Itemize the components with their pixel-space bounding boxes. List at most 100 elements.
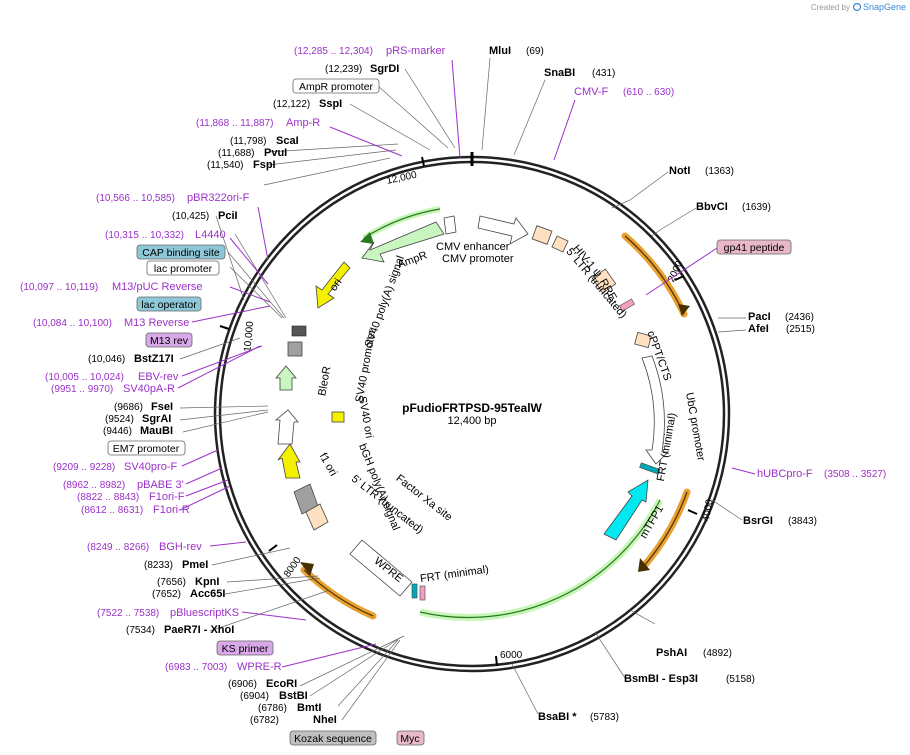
site-acc65i: Acc65I: [190, 588, 225, 600]
site-afei-pos: (2515): [786, 324, 815, 335]
ltr3-box: [305, 503, 329, 531]
site-nhei: NheI: [313, 714, 337, 726]
ampr-promoter-box: [292, 78, 380, 94]
primer-f1ori-f: F1ori-F: [149, 491, 185, 503]
primer-l4440: L4440: [195, 229, 226, 241]
site-snabi-pos: (431): [592, 68, 615, 79]
cmv-enhancer-feature: [477, 215, 529, 245]
primer-wpre-r-range: (6983 .. 7003): [165, 662, 227, 673]
primer-prs-marker-range: (12,285 .. 12,304): [294, 46, 373, 57]
rre-box: [591, 268, 617, 294]
site-pshai-pos: (4892): [703, 648, 732, 659]
em7-promoter-box: [107, 440, 186, 456]
tick-mark-4000: [687, 509, 698, 515]
site-pvui: PvuI: [264, 147, 287, 159]
site-fspi-pos: (11,540): [207, 160, 244, 171]
primer-sv40pa-r: SV40pA-R: [123, 383, 175, 395]
site-sspi-pos: (12,122): [273, 99, 310, 110]
frt-bottom-mark: [411, 583, 418, 599]
ampr-arc-head: [360, 232, 374, 244]
cap-binding-site-box-label: CAP binding site: [142, 247, 220, 259]
myc-mark: [419, 585, 426, 601]
primer-wpre-r: WPRE-R: [237, 661, 282, 673]
site-paci: PacI: [748, 311, 771, 323]
primer-cmv-f: CMV-F: [574, 86, 609, 98]
leader-lines: [179, 57, 747, 721]
cppt-box: [634, 331, 652, 349]
primer-pbr322ori-f: pBR322ori-F: [187, 192, 250, 204]
bleor-label: BleoR: [316, 365, 333, 397]
ltr5-box: [531, 225, 553, 245]
sv40-ori-feature: [331, 411, 345, 423]
site-sgrai: SgrAI: [142, 413, 171, 425]
site-bsrgi: BsrGI: [743, 515, 773, 527]
myc-arrow-head: [638, 558, 650, 572]
orange-arc-bottom-left-head: [300, 562, 314, 576]
site-bmti: BmtI: [297, 702, 321, 714]
site-bsmbi-pos: (5158): [726, 674, 755, 685]
wpre-feature: [349, 539, 413, 597]
ubc-promoter-feature: [641, 355, 669, 465]
site-noti-pos: (1363): [705, 166, 734, 177]
em7-promoter-box-label: EM7 promoter: [113, 443, 180, 455]
sv40-promoter-label: SV40 promoter: [354, 328, 379, 403]
site-pcii-pos: (10,425): [172, 211, 209, 222]
primer-pbluescriptks-range: (7522 .. 7538): [97, 608, 159, 619]
site-pvui-pos: (11,688): [218, 148, 255, 159]
site-afei: AfeI: [748, 323, 769, 335]
site-bsmbi: BsmBI - Esp3I: [624, 673, 698, 685]
boxed-labels: AmpR promoter CAP binding site lac promo…: [107, 78, 792, 746]
site-nhei-pos: (6782): [250, 715, 279, 726]
orange-arc-bottom-left-line: [303, 569, 374, 617]
site-bmti-pos: (6786): [258, 703, 287, 714]
ks-primer-box: [216, 640, 274, 656]
site-ecori-pos: (6906): [228, 679, 257, 690]
f1-ori-feature: [277, 443, 301, 479]
site-bstbi-pos: (6904): [240, 691, 269, 702]
restriction-sites: MluI (69) SnaBI (431) NotI (1363) BbvCI …: [88, 45, 817, 726]
primer-f1ori-r: F1ori-R: [153, 504, 190, 516]
site-paci-pos: (2436): [785, 312, 814, 323]
site-fspi: FspI: [253, 159, 276, 171]
tick-label-10000: 10,000: [242, 321, 256, 353]
site-bstbi: BstBI: [279, 690, 308, 702]
myc-box-label: Myc: [400, 733, 419, 745]
primer-f1ori-r-range: (8612 .. 8631): [81, 505, 143, 516]
cmv-enhancer-label: CMV enhancer: [436, 241, 510, 253]
primer-bgh-rev-range: (8249 .. 8266): [87, 542, 149, 553]
primer-pbabe-3-range: (8962 .. 8982): [63, 480, 125, 491]
ori-label: ori: [328, 277, 345, 294]
cmv-promoter-label: CMV promoter: [442, 253, 514, 265]
tick-mark-2000: [674, 275, 685, 281]
ampr-promoter-box-label: AmpR promoter: [299, 81, 374, 93]
primer-m13-reverse-range: (10,084 .. 10,100): [33, 318, 112, 329]
ks-primer-box-label: KS primer: [222, 643, 269, 655]
f1-ori-label: f1 ori: [317, 451, 340, 478]
site-bbvci: BbvCI: [696, 201, 728, 213]
site-sgrai-pos: (9524): [105, 414, 134, 425]
primer-ebv-rev: EBV-rev: [138, 371, 179, 383]
mtfp1-feature: [603, 479, 649, 541]
primer-f1ori-f-range: (8822 .. 8843): [77, 492, 139, 503]
ampr-feature: [361, 221, 445, 263]
site-ecori: EcoRI: [266, 678, 297, 690]
primer-pbabe-3: pBABE 3': [137, 479, 184, 491]
gp41-mark: [619, 298, 635, 312]
cap-binding-site-box: [136, 244, 226, 260]
primer-sv40pro-f-range: (9209 .. 9228): [53, 462, 115, 473]
ampr-promoter-feature: [443, 215, 457, 235]
kozak-sequence-box: [289, 730, 377, 746]
primer-prs-marker: pRS-marker: [386, 45, 446, 57]
site-acc65i-pos: (7652): [152, 589, 181, 600]
site-fsei: FseI: [151, 401, 173, 413]
sv40-promoter-feature: [274, 409, 299, 445]
primer-ebv-rev-range: (10,005 .. 10,024): [45, 372, 124, 383]
site-bstz17i: BstZ17I: [134, 353, 174, 365]
mtfp1-green-arc-line: [419, 499, 661, 619]
site-pshai: PshAI: [656, 647, 687, 659]
primer-hubcpro-f-range: (3508 .. 3527): [824, 469, 886, 480]
site-pmei: PmeI: [182, 559, 208, 571]
primers: pRS-marker (12,285 .. 12,304) CMV-F (610…: [20, 45, 886, 673]
myc-orange-arc-right-line: [643, 491, 688, 567]
